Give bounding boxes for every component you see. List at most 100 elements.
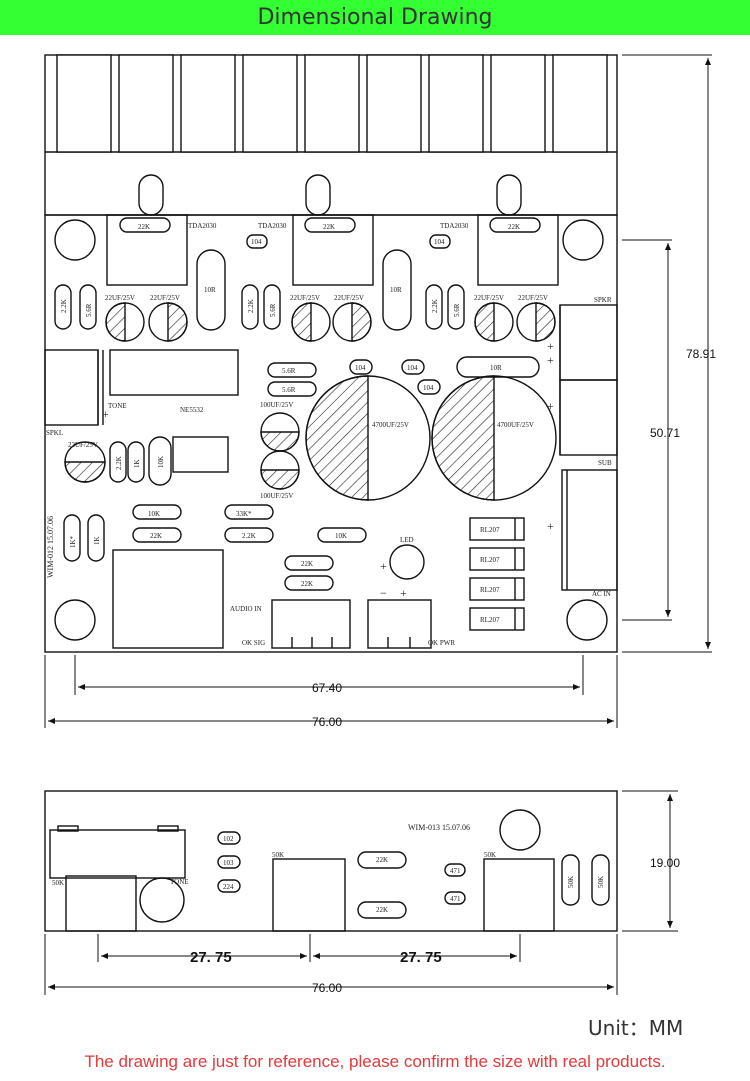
dim-side-seg2: 27. 75 — [400, 949, 442, 966]
mount-hole — [566, 599, 608, 641]
label-r56-vertical: 5.6R — [269, 303, 277, 317]
heatsink-fins — [56, 54, 608, 153]
label-c102: 102 — [223, 835, 234, 843]
capacitor — [246, 234, 268, 249]
label-tone: TONE — [170, 878, 189, 886]
label-cap22: 22UF/25V — [105, 294, 135, 302]
ic-tda2030 — [292, 214, 374, 286]
label-cap22: 22UF/25V — [474, 294, 504, 302]
label-r10k-vertical: 10K — [157, 456, 165, 468]
label-c1k-vertical: 1K — [133, 459, 141, 468]
dim-width-inner: 67.40 — [312, 681, 342, 695]
terminal-audio — [271, 599, 351, 649]
label-50k: 50K — [484, 851, 496, 859]
label-r1k: 1K* — [69, 535, 77, 548]
label-sub: SUB — [598, 459, 612, 467]
resistor-10r — [382, 249, 412, 331]
top-view — [44, 54, 618, 653]
label-cap4700: 4700UF/25V — [497, 421, 534, 429]
tone-pot-side — [49, 829, 186, 879]
resistor — [489, 217, 541, 233]
label-cap100: 100UF/25V — [260, 492, 293, 500]
label-r10k: 10K — [148, 510, 160, 518]
capacitors-22uf — [105, 302, 556, 342]
mount-hole-side — [499, 809, 541, 851]
label-cap22: 22UF/25V — [290, 294, 320, 302]
capacitor — [429, 234, 451, 249]
resistor — [119, 217, 171, 233]
label-c104: 104 — [423, 384, 434, 392]
svg-text:+: + — [400, 586, 407, 600]
ic-side — [483, 858, 555, 932]
label-22k: 22K — [376, 906, 388, 914]
label-50k: 50K — [52, 879, 64, 887]
label-r56: 5.6R — [282, 367, 296, 375]
svg-text:+: + — [547, 353, 554, 367]
page-title: Dimensional Drawing — [257, 5, 493, 30]
audio-in-module — [112, 549, 224, 649]
title-banner: Dimensional Drawing — [0, 0, 750, 35]
label-spkl: SPKL — [46, 429, 63, 437]
unit-label: Unit：MM — [588, 1016, 684, 1040]
dim-height-inner: 50.71 — [650, 426, 680, 440]
label-c104: 104 — [355, 364, 366, 372]
label-side-board-id: WIM-013 15.07.06 — [408, 823, 470, 832]
label-471: 471 — [450, 867, 461, 875]
label-r1k: 1K — [93, 536, 101, 545]
side-view-dimensions — [44, 790, 678, 995]
label-cap4700: 4700UF/25V — [372, 421, 409, 429]
label-led: LED — [400, 536, 414, 544]
label-rl207: RL207 — [480, 586, 500, 594]
spkr-connector — [559, 304, 618, 381]
svg-text:+: + — [547, 339, 554, 353]
svg-text:+: + — [547, 399, 554, 413]
label-cap100: 100UF/25V — [260, 401, 293, 409]
ac-in-connector — [561, 469, 618, 591]
ic-ne5532 — [172, 436, 229, 473]
dim-side-width-total: 76.00 — [312, 981, 342, 995]
terminal-power — [367, 599, 432, 649]
module-side — [65, 875, 137, 932]
label-ok-sig: OK SIG — [242, 639, 265, 647]
label-ic2: TDA2030 — [258, 222, 287, 230]
diodes-rl207 — [469, 517, 525, 631]
label-471: 471 — [450, 895, 461, 903]
label-audio-in: AUDIO IN — [230, 605, 262, 613]
label-50k: 50K — [272, 851, 284, 859]
label-r22k: 22K — [301, 580, 313, 588]
pcb-side-outline — [44, 790, 618, 932]
label-r22k: 22K — [323, 223, 335, 231]
label-50k-vertical: 50K — [567, 876, 575, 888]
label-board-id: WIM-012 15.07.06 — [46, 516, 55, 578]
dim-height-total: 78.91 — [686, 347, 716, 361]
label-r22k: 22K — [150, 532, 162, 540]
label-ic3: TDA2030 — [440, 222, 469, 230]
label-10r: 10R — [490, 364, 502, 372]
label-r56: 5.6R — [282, 386, 296, 394]
mount-hole — [54, 599, 96, 641]
ic-side — [272, 858, 346, 932]
ic-tda2030 — [106, 214, 188, 286]
label-ac-in: AC IN — [592, 590, 611, 598]
top-view-dimensions — [44, 54, 712, 728]
tone-pot — [109, 349, 239, 396]
label-spkr: SPKR — [594, 296, 612, 304]
label-c22k-vertical: 2.2K — [115, 456, 123, 470]
label-r56-vertical: 5.6R — [85, 303, 93, 317]
label-tone: TONE — [108, 402, 127, 410]
label-ok-pwr: OK PWR — [428, 639, 455, 647]
side-view — [44, 790, 618, 932]
label-r2k2: 2.2K — [242, 532, 256, 540]
reference-note: The drawing are just for reference, plea… — [84, 1052, 666, 1071]
dim-side-height: 19.00 — [650, 856, 680, 870]
label-rl207: RL207 — [480, 616, 500, 624]
label-r22k: 22K — [301, 560, 313, 568]
spkl-connector — [44, 349, 99, 426]
label-10r: 10R — [390, 286, 402, 294]
label-rl207: RL207 — [480, 526, 500, 534]
label-10r: 10R — [204, 286, 216, 294]
label-22k: 22K — [376, 856, 388, 864]
label-c104: 104 — [407, 364, 418, 372]
label-r22k-vertical: 2.2K — [60, 299, 68, 313]
